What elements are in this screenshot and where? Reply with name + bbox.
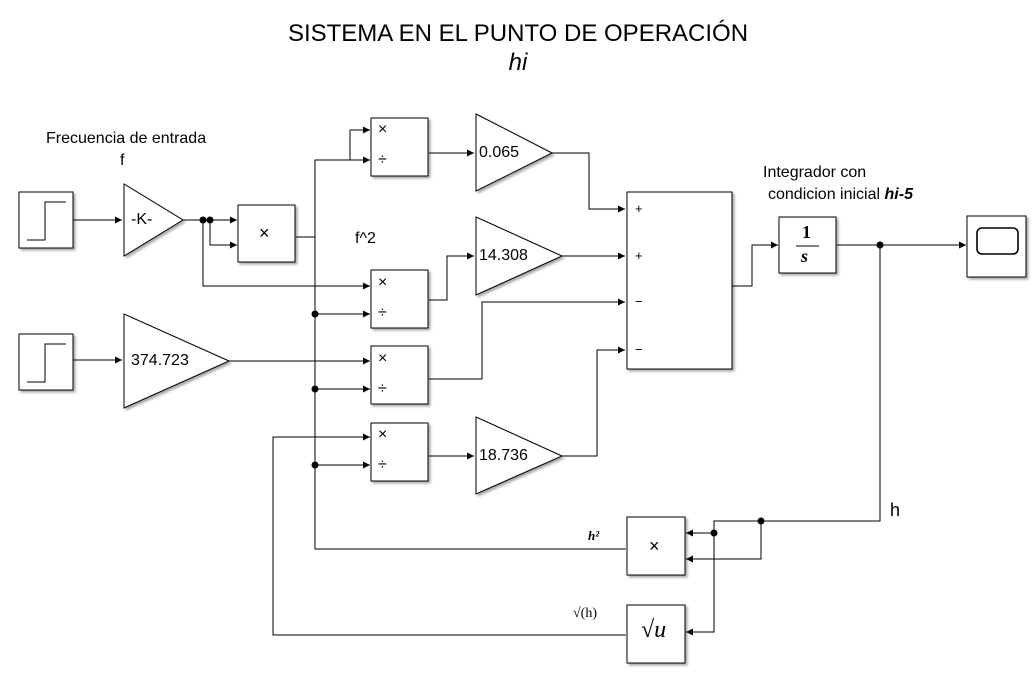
wire-gain-18736-to-sum <box>562 346 625 457</box>
junction-dot <box>876 241 884 249</box>
multiply-port-symbol: × <box>378 426 388 443</box>
integrator-block[interactable] <box>778 216 837 274</box>
junction-dot <box>206 216 214 224</box>
junction-dot <box>311 385 319 393</box>
junction-dot <box>710 529 718 537</box>
scope-block[interactable] <box>966 215 1027 278</box>
sqrt-block[interactable] <box>626 604 686 664</box>
divide-block-1[interactable] <box>370 117 429 177</box>
sum-sign-1: + <box>635 201 643 216</box>
sum-sign-4: − <box>635 342 643 357</box>
multiply-port-symbol: × <box>378 121 388 138</box>
gain-374-value: 374.723 <box>131 352 189 369</box>
sum-block[interactable] <box>626 191 733 370</box>
diagram-title: SISTEMA EN EL PUNTO DE OPERACIÓN <box>287 20 749 47</box>
integrator-numerator: 1 <box>802 222 811 242</box>
divide-block-3[interactable] <box>370 345 429 405</box>
divide-port-symbol: ÷ <box>378 151 387 168</box>
freq-input-label: Frecuencia de entrada <box>46 130 207 147</box>
wire-f2-to-div1 <box>296 156 370 238</box>
wire-div3-to-sum <box>429 298 625 380</box>
wire-sqrt-to-div4 <box>272 433 626 636</box>
freq-symbol-label: f <box>120 152 125 169</box>
integrator-label-line2: condicion inicial hi-5 <box>768 186 913 204</box>
gain-k-value: -K- <box>131 211 153 228</box>
divide-port-symbol: ÷ <box>378 304 387 321</box>
junction-dot <box>199 216 207 224</box>
step-block-1[interactable] <box>18 191 74 249</box>
wire-gain-0065-to-sum <box>552 152 625 213</box>
wire-h-to-sqrt <box>686 533 715 636</box>
divide-block-2[interactable] <box>370 269 429 329</box>
product-h-squared-block[interactable] <box>626 516 686 576</box>
divide-port-symbol: ÷ <box>378 456 387 473</box>
sqrt-block-label: √u <box>641 617 667 643</box>
junction-dot <box>311 310 319 318</box>
gain-14308-value: 14.308 <box>479 247 528 264</box>
product-symbol: × <box>649 536 660 556</box>
h-signal-label: h <box>890 500 901 520</box>
gain-0065-value: 0.065 <box>479 144 520 161</box>
multiply-port-symbol: × <box>378 350 388 367</box>
f-squared-label: f^2 <box>355 230 376 247</box>
sqrt-h-label: √(h) <box>573 606 598 621</box>
gain-18736-value: 18.736 <box>479 447 528 464</box>
divide-port-symbol: ÷ <box>378 380 387 397</box>
junction-dot <box>757 517 765 525</box>
junction-dot <box>311 461 319 469</box>
wire-h-to-mult-in2 <box>686 521 762 563</box>
product-symbol: × <box>259 223 270 243</box>
gain-18736-block[interactable] <box>475 416 564 495</box>
wire-f-to-square-in2 <box>209 220 237 249</box>
gain-14308-block[interactable] <box>475 216 564 296</box>
integrator-ic-value: hi-5 <box>884 186 913 203</box>
integrator-denominator: s <box>801 246 809 266</box>
sum-sign-2: + <box>635 248 643 263</box>
wire-sum-to-integrator <box>732 241 778 287</box>
wire-h-feedback <box>761 245 881 522</box>
diagram-subtitle: hi <box>508 49 528 76</box>
wire-f2-bus <box>314 237 626 550</box>
sum-sign-3: − <box>635 294 643 309</box>
gain-k-block[interactable] <box>123 183 184 257</box>
integrator-label-text: condicion inicial <box>768 186 885 203</box>
integrator-label-line1: Integrador con <box>763 164 867 181</box>
wire-div2-to-gain-14308 <box>429 252 474 301</box>
multiply-port-symbol: × <box>378 274 388 291</box>
gain-0065-block[interactable] <box>475 113 554 192</box>
h-squared-label: h² <box>588 528 600 543</box>
divide-block-4[interactable] <box>370 422 429 482</box>
wire-h-branch <box>686 520 761 534</box>
gain-374-block[interactable] <box>123 313 231 409</box>
step-block-2[interactable] <box>18 333 74 391</box>
product-f-squared-block[interactable] <box>237 204 296 263</box>
wire-f-to-div2 <box>202 220 370 290</box>
